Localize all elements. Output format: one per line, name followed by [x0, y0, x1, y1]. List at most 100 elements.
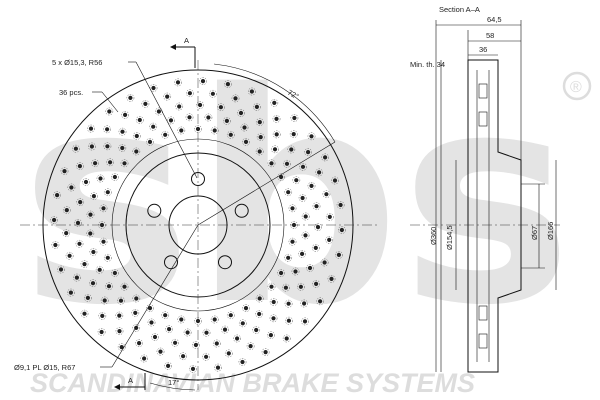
drilled-hole-chamfer	[199, 77, 207, 85]
drilled-hole-chamfer	[185, 113, 194, 122]
drilled-hole	[68, 290, 73, 295]
drilled-hole-chamfer	[283, 159, 291, 168]
drilled-hole	[128, 95, 133, 100]
drilled-hole	[112, 174, 117, 180]
drilled-hole	[151, 124, 156, 129]
drilled-hole	[329, 276, 334, 281]
drilled-hole-chamfer	[233, 334, 241, 343]
drilled-hole	[120, 145, 125, 151]
drilled-hole	[52, 217, 57, 223]
section-arrowhead-bottom	[114, 384, 120, 390]
drilled-hole	[283, 285, 288, 290]
drilled-hole-chamfer	[106, 158, 114, 167]
drilled-hole	[224, 118, 229, 123]
drilled-hole	[263, 350, 268, 355]
drilled-hole	[134, 149, 139, 154]
drilled-hole-chamfer	[84, 294, 92, 302]
drilled-hole	[133, 310, 138, 315]
drilled-hole	[177, 104, 182, 109]
drilled-hole-chamfer	[311, 244, 320, 252]
drilled-hole-chamfer	[163, 92, 172, 101]
bolt-hole	[218, 255, 232, 270]
drilled-hole-chamfer	[298, 250, 306, 258]
drilled-hole-chamfer	[270, 99, 279, 107]
drilled-hole-chamfer	[314, 223, 322, 231]
drilled-hole-chamfer	[156, 347, 165, 356]
drilled-hole	[302, 301, 307, 306]
drilled-hole-chamfer	[269, 314, 278, 323]
drilled-hole	[147, 139, 153, 144]
drilled-hole-chamfer	[267, 159, 276, 168]
drilled-hole-chamfer	[132, 132, 141, 140]
dim-154-5: Ø154,5	[445, 225, 454, 250]
drilled-hole	[119, 345, 124, 350]
drilled-hole	[69, 185, 74, 190]
drilled-hole	[249, 89, 254, 94]
drilled-hole	[173, 340, 178, 345]
drilled-hole-chamfer	[126, 94, 135, 102]
dim-36: 36	[479, 45, 487, 54]
drilled-hole-chamfer	[255, 294, 264, 303]
drilled-hole	[274, 132, 279, 137]
drilled-hole-chamfer	[132, 324, 141, 332]
drilled-hole-chamfer	[171, 338, 179, 347]
drilled-hole-chamfer	[312, 202, 321, 211]
drilled-hole-chamfer	[192, 341, 200, 349]
drilled-hole-chamfer	[238, 319, 247, 328]
drilled-hole-chamfer	[209, 89, 217, 98]
drilled-hole-chamfer	[288, 204, 297, 213]
drilled-hole-chamfer	[132, 147, 141, 156]
drilled-hole	[254, 104, 259, 109]
drilled-hole	[228, 132, 233, 137]
drilled-hole-chamfer	[67, 183, 76, 192]
drilled-hole-chamfer	[226, 130, 235, 139]
drilled-hole	[147, 306, 153, 311]
drilled-hole-chamfer	[95, 265, 104, 274]
drilled-hole	[117, 329, 122, 334]
label-hole-spec: Ø9,1 PL Ø15, R67	[14, 363, 75, 372]
drilled-hole	[64, 231, 69, 236]
drilled-hole	[123, 112, 128, 117]
drilled-hole	[179, 317, 184, 322]
drilled-hole-chamfer	[51, 241, 60, 249]
drilled-hole	[78, 200, 83, 205]
drilled-hole	[332, 178, 338, 183]
drilled-hole-chamfer	[103, 142, 112, 151]
drilled-hole	[74, 275, 79, 280]
drilled-hole	[294, 178, 299, 183]
drilled-hole	[302, 319, 308, 324]
drilled-hole	[82, 262, 87, 267]
drilled-hole	[98, 176, 103, 181]
section-title: Section A–A	[439, 5, 480, 14]
drilled-hole	[151, 85, 156, 91]
drilled-hole	[292, 115, 297, 121]
dim-166: Ø166	[546, 222, 555, 240]
drilled-hole	[289, 147, 294, 152]
drilled-hole-chamfer	[320, 258, 329, 267]
drilled-hole	[122, 284, 127, 289]
drilled-hole	[105, 144, 110, 149]
drilled-hole-chamfer	[224, 80, 232, 88]
drilled-hole	[242, 125, 247, 130]
drilled-hole	[210, 91, 215, 96]
drilled-hole	[55, 193, 60, 198]
drilled-hole-chamfer	[98, 312, 107, 320]
drilled-hole	[142, 356, 147, 361]
drilled-hole	[257, 149, 262, 154]
drilled-hole	[286, 190, 291, 195]
drilled-hole	[318, 299, 323, 304]
drilled-hole	[218, 105, 223, 110]
watermark-logo: sbs	[20, 32, 573, 369]
drilled-hole-chamfer	[96, 174, 105, 183]
drilled-hole	[200, 79, 206, 84]
drilled-hole	[257, 311, 262, 317]
drilled-hole-chamfer	[72, 144, 80, 153]
drilled-hole-chamfer	[86, 229, 95, 238]
drilled-hole-chamfer	[312, 280, 320, 288]
drilled-hole	[284, 336, 289, 341]
drilled-hole-chamfer	[75, 239, 84, 248]
drilled-hole	[101, 206, 106, 211]
drilled-hole	[105, 127, 110, 132]
drilled-hole-chamfer	[261, 348, 270, 356]
